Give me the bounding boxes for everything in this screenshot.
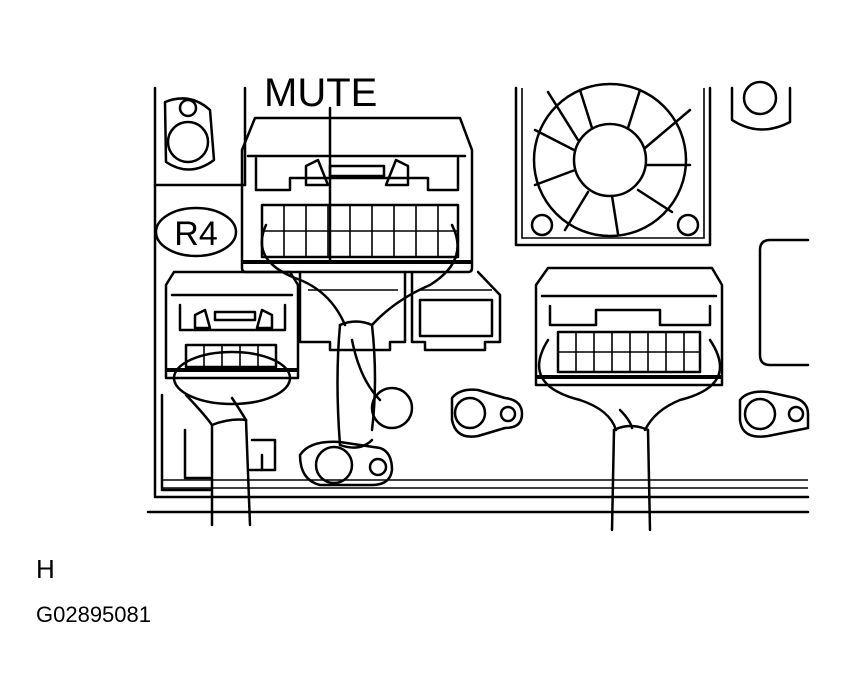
view-letter: H — [36, 554, 55, 584]
connector-id-label: R4 — [174, 215, 217, 253]
main-connector-pins — [262, 205, 458, 257]
mounting-hole-right — [730, 80, 792, 131]
left-connector — [164, 270, 300, 406]
mute-label: MUTE — [264, 71, 377, 115]
left-harness — [160, 393, 277, 527]
mounting-hole-left — [163, 97, 216, 171]
right-connector — [534, 266, 724, 432]
sub-connectors — [298, 270, 502, 352]
cooling-fan — [514, 82, 712, 247]
lower-bracket — [298, 440, 394, 487]
mounting-tab-right — [738, 390, 810, 438]
right-harness — [610, 408, 652, 532]
center-harness — [336, 320, 414, 449]
unit-housing — [146, 86, 810, 514]
right-panel — [758, 238, 810, 367]
mute-callout: MUTE — [264, 71, 377, 264]
main-connector — [240, 116, 474, 327]
mounting-tab-center — [450, 388, 524, 438]
connector-id-callout: R4 — [154, 206, 238, 258]
figure-code: G02895081 — [36, 602, 151, 627]
